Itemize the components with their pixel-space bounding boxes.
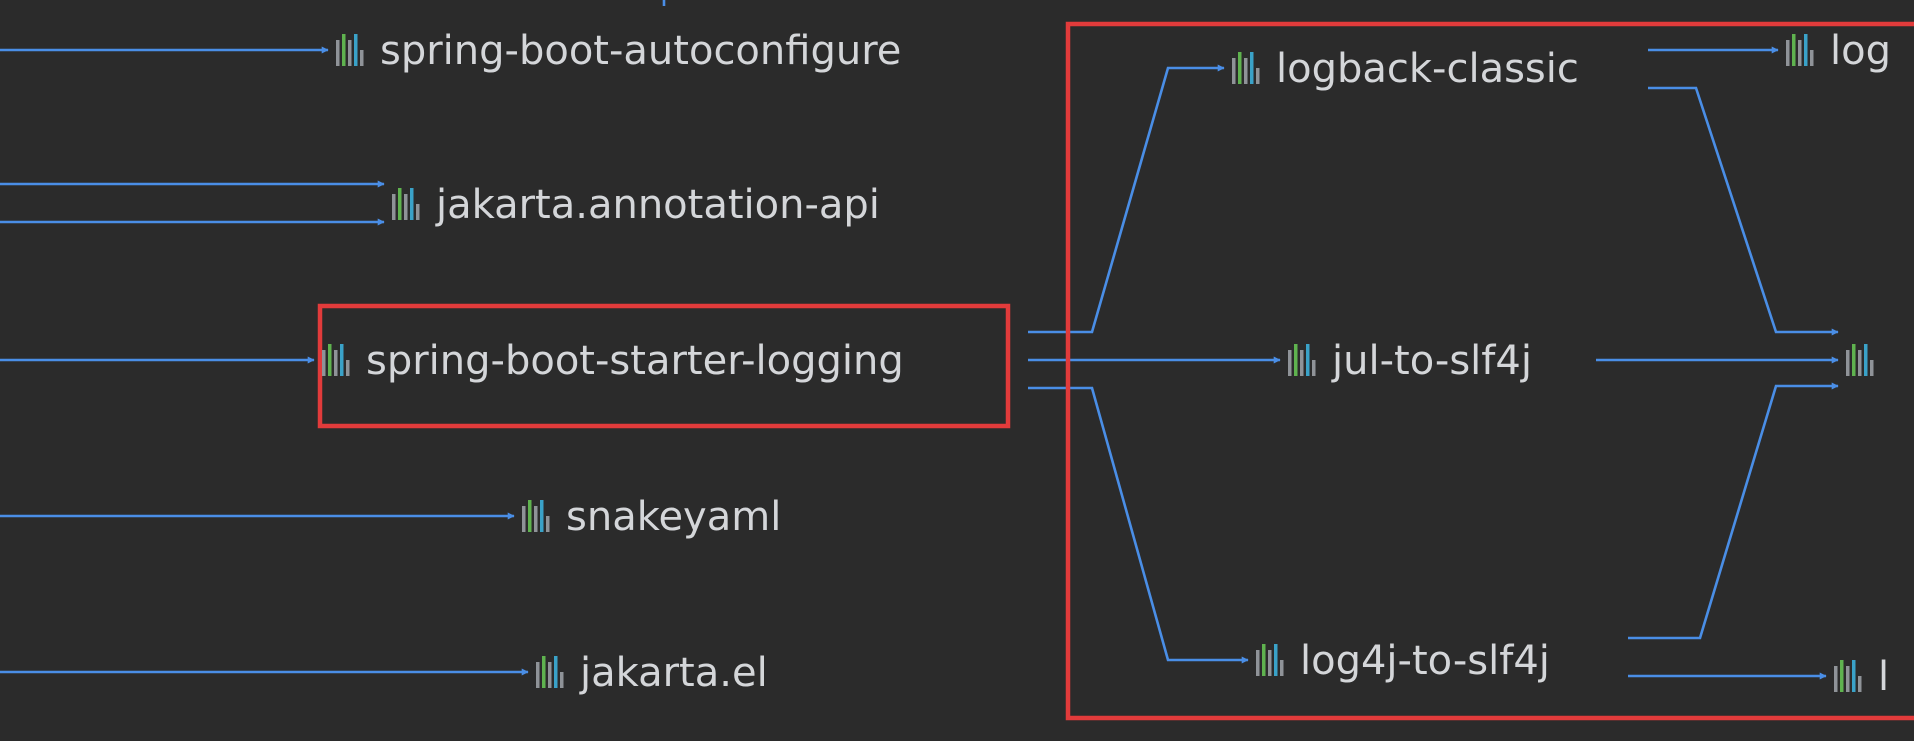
- edge-spring-boot-starter-logging-to-logback-classic: [1028, 64, 1225, 334]
- maven-library-icon: [392, 188, 420, 220]
- maven-library-icon: [336, 34, 364, 66]
- node-label: log4j-to-slf4j: [1300, 638, 1550, 684]
- maven-library-icon: [1846, 344, 1874, 376]
- maven-library-icon: [1786, 34, 1814, 66]
- node-jul-to-slf4j[interactable]: jul-to-slf4j: [1288, 338, 1532, 384]
- highlight-frame-starter-logging: [317, 303, 1011, 429]
- highlight-frame-logging-deps: [1065, 21, 1914, 721]
- edge-spring-boot-starter-logging-to-log4j-to-slf4j: [1028, 386, 1249, 664]
- node-label: spring-boot-autoconfigure: [380, 28, 901, 74]
- maven-library-icon: [322, 344, 350, 376]
- node-label: jakarta.annotation-api: [435, 182, 880, 228]
- node-cut-top-right[interactable]: log: [1786, 28, 1891, 74]
- node-label: snakeyaml: [566, 494, 781, 540]
- node-label: log: [1830, 28, 1891, 74]
- node-log4j-to-slf4j[interactable]: log4j-to-slf4j: [1256, 638, 1550, 684]
- node-label: logback-classic: [1276, 46, 1579, 92]
- maven-library-icon: [1288, 344, 1316, 376]
- edge-log4j-to-slf4j-to-cut-mid-right: [1628, 382, 1839, 640]
- node-jakarta-annotation-api[interactable]: jakarta.annotation-api: [392, 182, 880, 228]
- node-label: spring-boot-starter-logging: [366, 338, 904, 384]
- node-jakarta-el[interactable]: jakarta.el: [536, 650, 768, 696]
- node-label: jakarta.el: [579, 650, 768, 696]
- node-spring-boot-starter-logging[interactable]: spring-boot-starter-logging: [322, 338, 904, 384]
- node-spring-boot-autoconfigure[interactable]: spring-boot-autoconfigure: [336, 28, 901, 74]
- edge-logback-classic-to-cut-mid-right: [1648, 86, 1839, 336]
- node-cut-mid-right[interactable]: [1846, 344, 1874, 376]
- node-label: l: [1878, 654, 1889, 700]
- node-cut-bottom-right[interactable]: l: [1834, 654, 1889, 700]
- maven-library-icon: [1834, 660, 1862, 692]
- node-snakeyaml[interactable]: snakeyaml: [522, 494, 781, 540]
- node-logback-classic[interactable]: logback-classic: [1232, 46, 1579, 92]
- maven-library-icon: [1232, 52, 1260, 84]
- maven-library-icon: [522, 500, 550, 532]
- maven-library-icon: [536, 656, 564, 688]
- node-label: jul-to-slf4j: [1331, 338, 1532, 384]
- maven-library-icon: [1256, 644, 1284, 676]
